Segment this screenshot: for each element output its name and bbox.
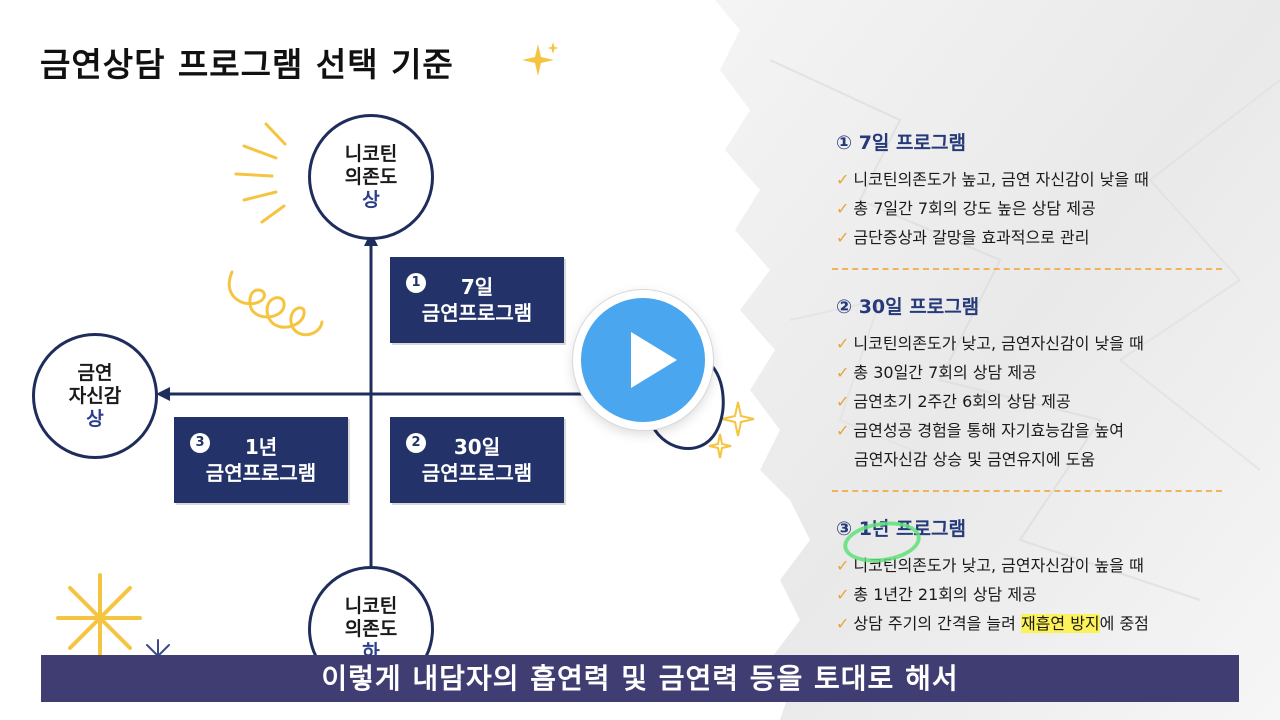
card-line2: 금연프로그램: [421, 461, 533, 485]
card-30day-program: 2 30일 금연프로그램: [390, 417, 564, 503]
check-icon: ✓: [836, 199, 850, 218]
section-divider: [832, 268, 1222, 270]
circle-nicotine-high: 니코틴 의존도 상: [308, 114, 434, 240]
card-line1: 30일: [453, 435, 501, 459]
section-title: ① 7일 프로그램: [836, 132, 966, 154]
section-7day: ① 7일 프로그램 ✓니코틴의존도가 높고, 금연 자신감이 낮을 때 ✓총 7…: [836, 128, 1226, 252]
section-1year: ③ 1년 프로그램 ✓니코틴의존도가 낮고, 금연자신감이 높을 때 ✓총 1년…: [836, 514, 1226, 638]
section-title: ③ 1년 프로그램: [836, 518, 966, 540]
card-number-badge: 2: [406, 433, 426, 453]
circle-line1: 니코틴: [344, 142, 398, 165]
circle-line1: 니코틴: [344, 594, 398, 617]
list-item: ✓금연성공 경험을 통해 자기효능감을 높여: [836, 416, 1226, 445]
circle-line1: 금연: [77, 361, 113, 384]
list-item: ✓니코틴의존도가 낮고, 금연자신감이 낮을 때: [836, 329, 1226, 358]
card-line2: 금연프로그램: [421, 301, 533, 325]
card-line1: 1년: [244, 435, 278, 459]
section-divider: [832, 490, 1222, 492]
check-icon: ✓: [836, 556, 850, 575]
item-text: 금단증상과 갈망을 효과적으로 관리: [853, 228, 1090, 247]
sparkle-icon: [522, 42, 559, 76]
check-icon: ✓: [836, 392, 850, 411]
list-item: ✓총 7일간 7회의 강도 높은 상담 제공: [836, 194, 1226, 223]
item-text: 니코틴의존도가 높고, 금연 자신감이 낮을 때: [853, 170, 1149, 189]
circle-line2: 자신감: [68, 384, 122, 407]
circle-line2: 의존도: [344, 165, 398, 188]
circle-level: 상: [86, 407, 104, 430]
page-title: 금연상담 프로그램 선택 기준: [40, 45, 454, 84]
item-text: 니코틴의존도가 낮고, 금연자신감이 높을 때: [853, 556, 1144, 575]
item-text: 에 중점: [1099, 614, 1149, 633]
item-text: 총 1년간 21회의 상담 제공: [853, 585, 1037, 604]
card-number-badge: 3: [190, 433, 210, 453]
check-icon: ✓: [836, 363, 850, 382]
card-1year-program: 3 1년 금연프로그램: [174, 417, 348, 503]
item-text: 총 30일간 7회의 상담 제공: [853, 363, 1037, 382]
video-subtitle: 이렇게 내담자의 흡연력 및 금연력 등을 토대로 해서: [41, 655, 1239, 702]
list-item: ✓니코틴의존도가 높고, 금연 자신감이 낮을 때: [836, 165, 1226, 194]
check-icon: ✓: [836, 228, 850, 247]
item-text: 금연초기 2주간 6회의 상담 제공: [853, 392, 1071, 411]
list-item: ✓금연초기 2주간 6회의 상담 제공: [836, 387, 1226, 416]
list-item-continuation: 금연자신감 상승 및 금연유지에 도움: [854, 450, 1096, 469]
section-title: ② 30일 프로그램: [836, 296, 980, 318]
list-item: ✓총 1년간 21회의 상담 제공: [836, 580, 1226, 609]
list-item: ✓니코틴의존도가 낮고, 금연자신감이 높을 때: [836, 551, 1226, 580]
circle-line2: 의존도: [344, 617, 398, 640]
check-icon: ✓: [836, 334, 850, 353]
check-icon: ✓: [836, 585, 850, 604]
check-icon: ✓: [836, 421, 850, 440]
card-number-badge: 1: [406, 273, 426, 293]
list-item: ✓상담 주기의 간격을 늘려 재흡연 방지에 중점: [836, 609, 1226, 638]
circle-level: 상: [362, 188, 380, 211]
item-text: 금연성공 경험을 통해 자기효능감을 높여: [853, 421, 1124, 440]
highlighted-text: 재흡연 방지: [1020, 614, 1100, 633]
card-line1: 7일: [460, 275, 494, 299]
list-item: ✓금단증상과 갈망을 효과적으로 관리: [836, 223, 1226, 252]
circle-confidence-high: 금연 자신감 상: [32, 333, 158, 459]
item-text: 총 7일간 7회의 강도 높은 상담 제공: [853, 199, 1096, 218]
item-text: 니코틴의존도가 낮고, 금연자신감이 낮을 때: [853, 334, 1144, 353]
list-item: ✓총 30일간 7회의 상담 제공: [836, 358, 1226, 387]
check-icon: ✓: [836, 614, 850, 633]
card-line2: 금연프로그램: [205, 461, 317, 485]
item-text: 상담 주기의 간격을 늘려: [853, 614, 1021, 633]
card-7day-program: 1 7일 금연프로그램: [390, 257, 564, 343]
section-30day: ② 30일 프로그램 ✓니코틴의존도가 낮고, 금연자신감이 낮을 때 ✓총 3…: [836, 292, 1226, 474]
program-description-panel: ① 7일 프로그램 ✓니코틴의존도가 높고, 금연 자신감이 낮을 때 ✓총 7…: [832, 128, 1226, 638]
play-icon: [631, 332, 677, 388]
play-button[interactable]: [573, 290, 713, 430]
check-icon: ✓: [836, 170, 850, 189]
